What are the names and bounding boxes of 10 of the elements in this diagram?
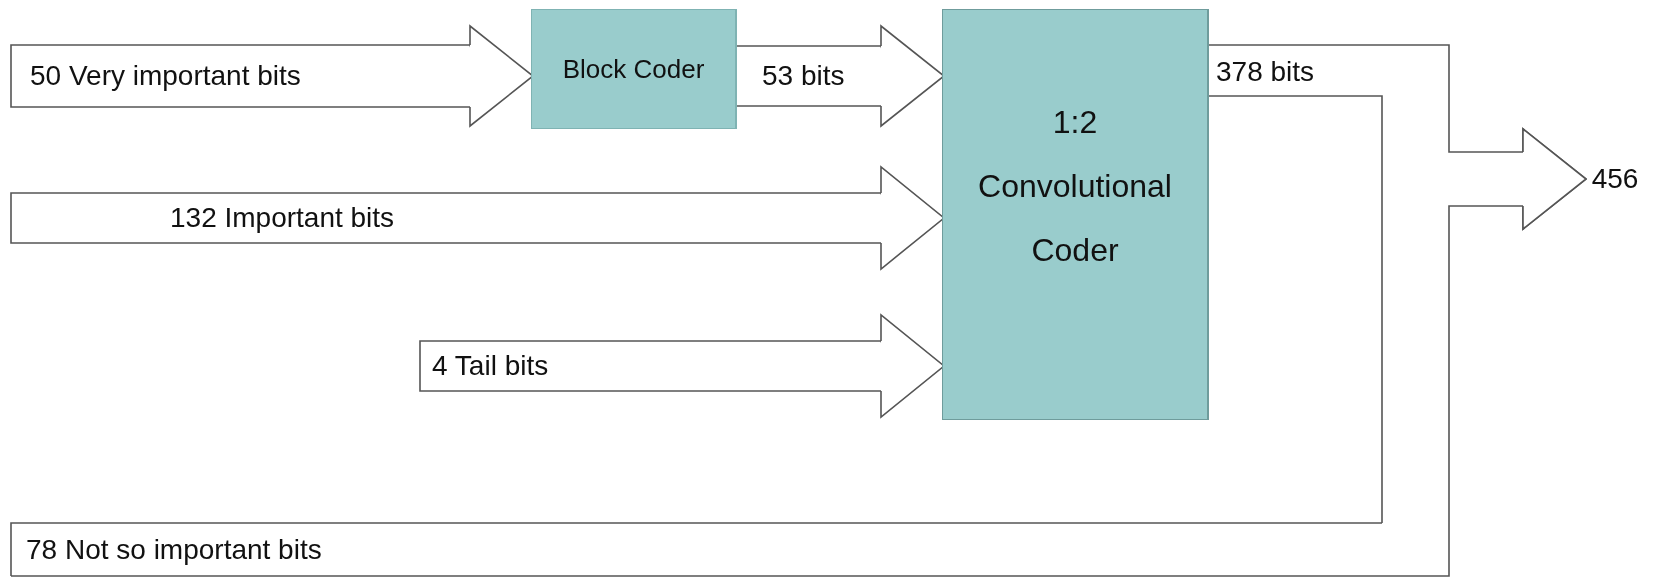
edge-label: 78 Not so important bits	[26, 536, 322, 564]
process-box: Block Coder	[531, 9, 737, 129]
edge-label: 378 bits	[1216, 58, 1315, 86]
output-value: 456	[1584, 160, 1646, 198]
edge-label: 132 Important bits	[170, 204, 395, 232]
edge-label: 4 Tail bits	[432, 352, 549, 380]
edge-label: 53 bits	[762, 62, 845, 90]
block-arrow	[10, 128, 1587, 577]
process-box: 1:2 Convolutional Coder	[942, 9, 1209, 420]
edge-label: 50 Very important bits	[30, 62, 301, 90]
